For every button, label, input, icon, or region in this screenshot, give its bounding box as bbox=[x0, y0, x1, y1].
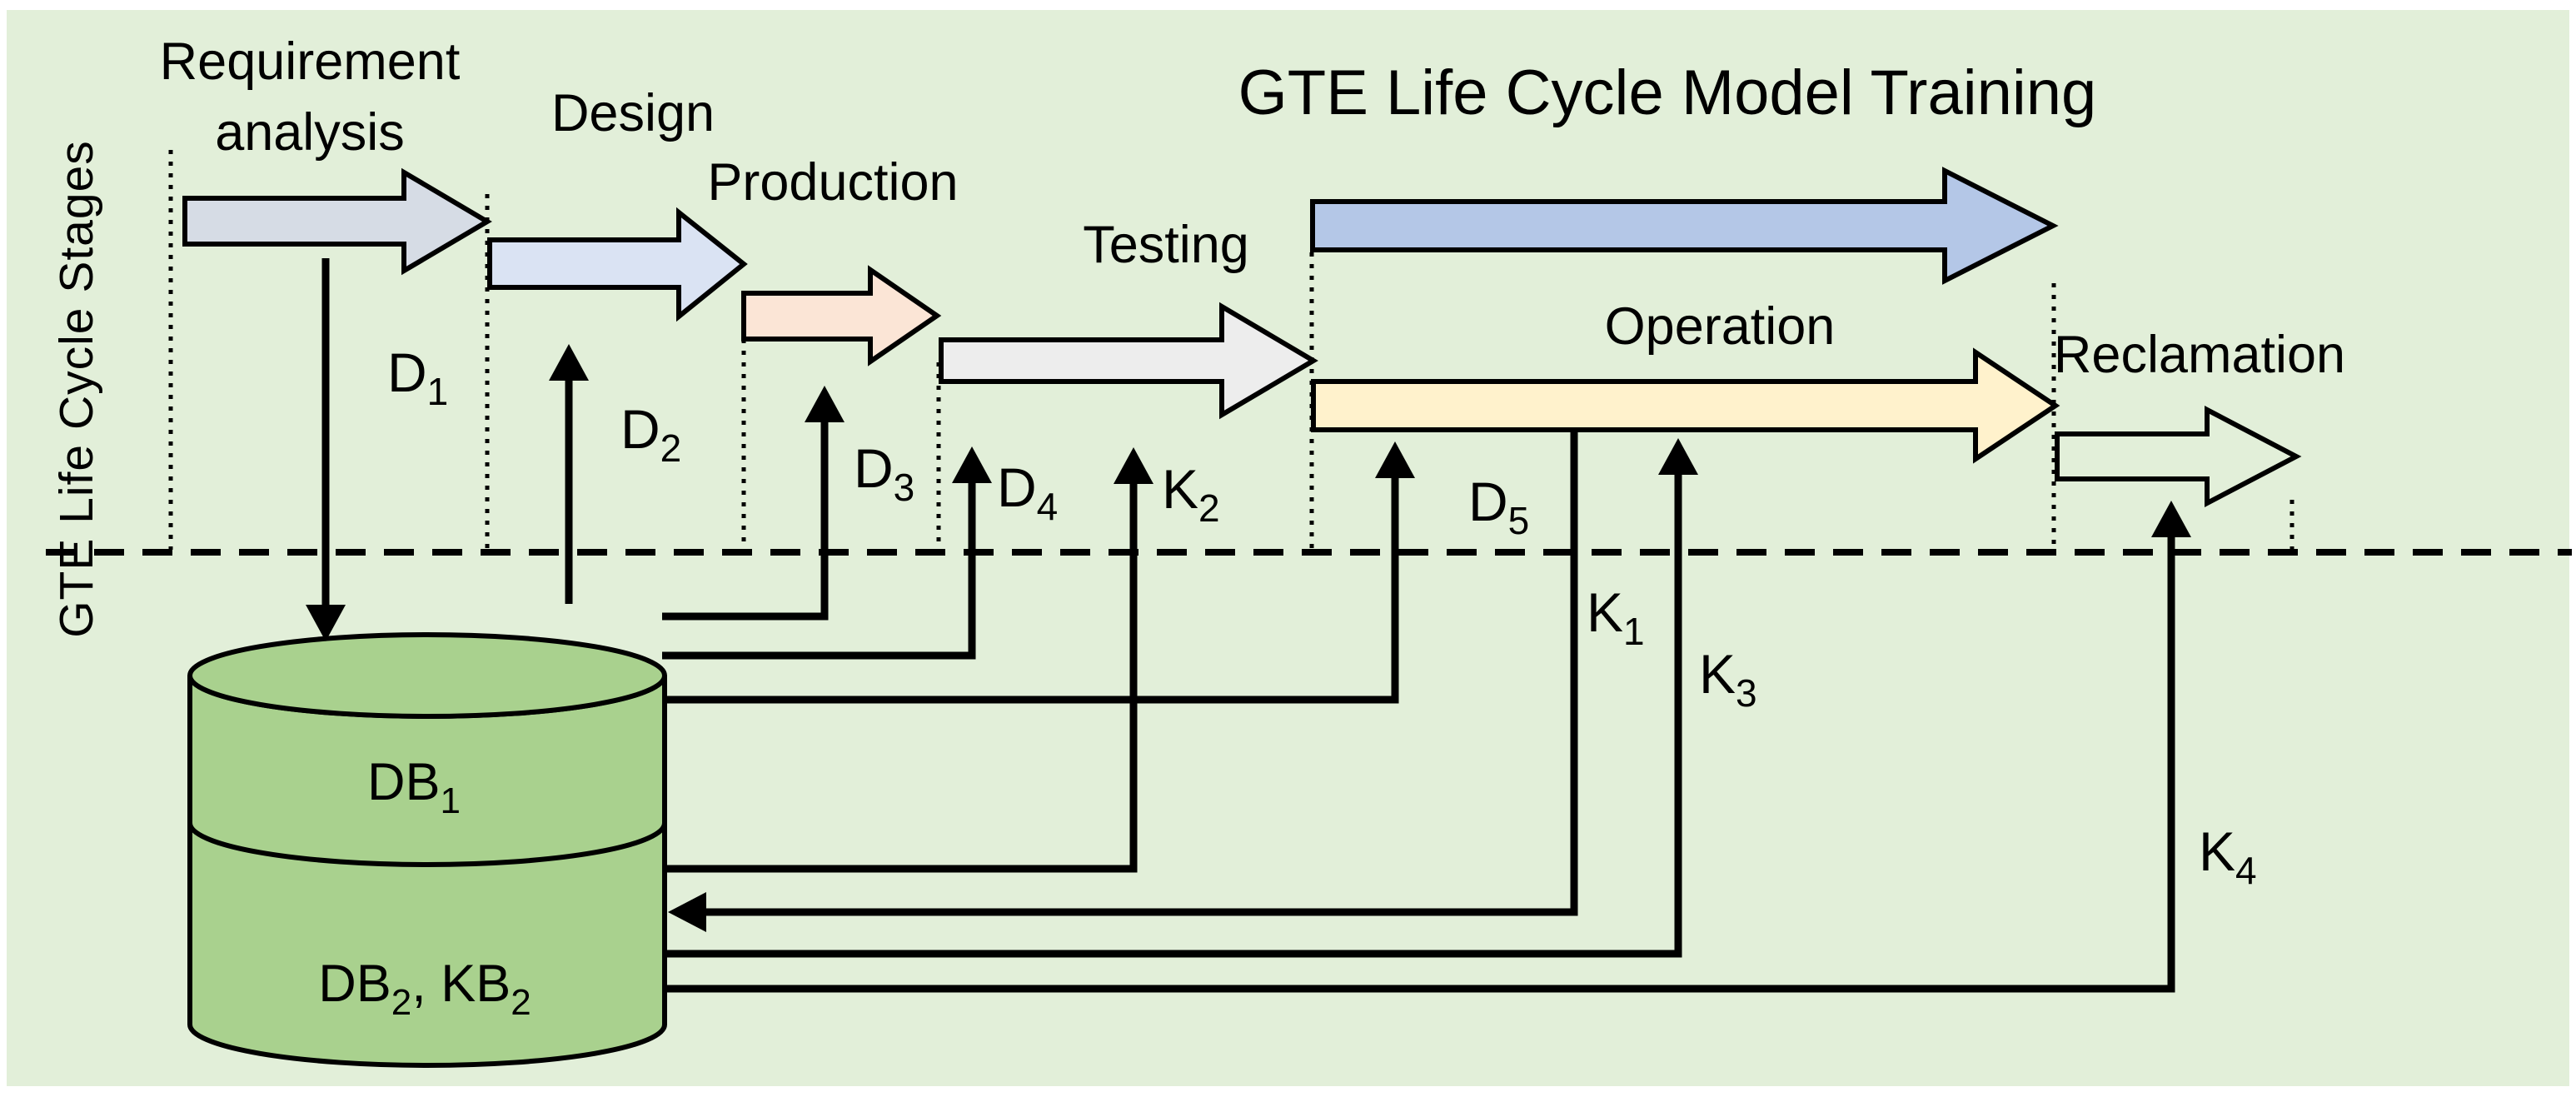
flow-d3-label: D3 bbox=[854, 437, 914, 509]
flow-d3-arrowhead-up-icon bbox=[805, 386, 845, 422]
flow-k4: K4 bbox=[662, 501, 2257, 993]
db2-kb2-label: DB2, KB2 bbox=[318, 955, 531, 1023]
database-cylinder-top bbox=[187, 632, 667, 719]
flow-k3: K3 bbox=[662, 438, 1757, 958]
flow-d4: D4 bbox=[662, 446, 1058, 660]
flow-k1: K1 bbox=[668, 432, 1645, 932]
flow-d5-arrowhead-up-icon bbox=[1375, 441, 1415, 478]
flow-k3-label: K3 bbox=[1699, 643, 1757, 715]
flow-d1-arrowhead-down-icon bbox=[306, 605, 346, 641]
flow-k2-label: K2 bbox=[1162, 458, 1220, 530]
stage-label-testing: Testing bbox=[1083, 216, 1249, 274]
stage-label-analysis: analysis bbox=[215, 103, 405, 162]
stage-arrow-reclamation bbox=[2055, 406, 2302, 507]
flow-d5-line bbox=[662, 476, 1399, 704]
stage-label-requirement: Requirement bbox=[160, 32, 461, 91]
flow-k2: K2 bbox=[662, 447, 1220, 873]
flow-k3-line bbox=[662, 473, 1682, 958]
stage-arrow-operation bbox=[1311, 347, 2060, 464]
stage-arrow-design bbox=[487, 207, 748, 322]
flow-d2-arrowhead-up-icon bbox=[549, 344, 589, 381]
lifecycle-stages-axis-label: GTE Life Cycle Stages bbox=[50, 140, 103, 638]
flow-k4-line bbox=[662, 536, 2175, 993]
flow-d4-arrowhead-up-icon bbox=[952, 446, 992, 483]
stage-label-reclamation: Reclamation bbox=[2054, 326, 2345, 384]
stage-arrow-testing bbox=[939, 302, 1318, 420]
flow-d2-label: D2 bbox=[620, 398, 681, 470]
stage-arrow-production bbox=[741, 265, 942, 367]
stage-arrow-model-training bbox=[1310, 167, 2059, 285]
flow-d3: D3 bbox=[662, 386, 914, 621]
flow-d2: D2 bbox=[549, 344, 681, 604]
flow-d4-line bbox=[662, 481, 976, 660]
flow-k1-arrowhead-left-icon bbox=[668, 892, 706, 932]
diagram-title: GTE Life Cycle Model Training bbox=[1238, 57, 2097, 128]
flow-k2-line bbox=[662, 482, 1138, 873]
flow-d1-label: D1 bbox=[387, 342, 448, 413]
stage-label-production: Production bbox=[707, 153, 958, 212]
flow-k1-line bbox=[705, 432, 1578, 916]
stage-arrow-requirement-analysis bbox=[182, 167, 492, 276]
flow-k1-label: K1 bbox=[1587, 581, 1645, 653]
db1-label: DB1 bbox=[367, 753, 461, 821]
flow-d4-label: D4 bbox=[997, 456, 1058, 528]
flow-k4-arrowhead-up-icon bbox=[2151, 501, 2191, 537]
flow-k3-arrowhead-up-icon bbox=[1658, 438, 1698, 475]
flow-d1: D1 bbox=[306, 258, 448, 641]
flow-d5: D5 bbox=[662, 441, 1529, 704]
stage-label-design: Design bbox=[551, 84, 715, 142]
flow-k2-arrowhead-up-icon bbox=[1114, 447, 1153, 484]
flow-d3-line bbox=[662, 421, 829, 621]
flow-d5-label: D5 bbox=[1468, 471, 1529, 542]
flow-k4-label: K4 bbox=[2199, 820, 2257, 892]
database-cylinder-divider bbox=[187, 822, 667, 867]
stage-label-operation: Operation bbox=[1605, 297, 1836, 356]
